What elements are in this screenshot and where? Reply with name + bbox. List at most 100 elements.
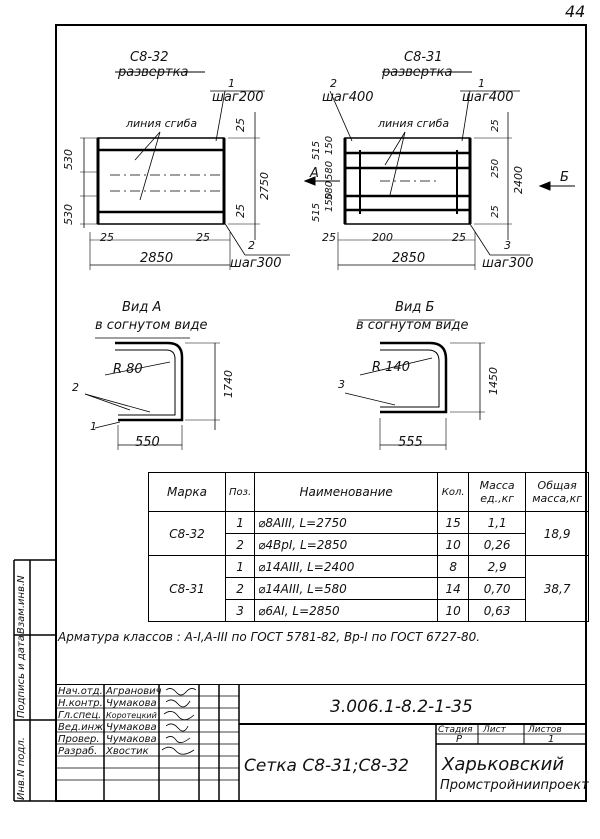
role-label: Провер. — [58, 734, 100, 745]
header-name: Наименование — [254, 472, 439, 512]
dim-label: 2400 — [512, 166, 525, 194]
role-label: Вед.инж. — [58, 722, 107, 733]
view-a-title: Вид А — [122, 300, 162, 315]
header-mass: Масса ед.,кг — [468, 472, 527, 512]
bend-line-label: линия сгиба — [126, 117, 198, 130]
dim-label: 25 — [234, 204, 247, 218]
role-label: Гл.спец. — [58, 710, 102, 721]
dim-label: 25 — [490, 205, 501, 218]
cell-mass: 0,70 — [468, 577, 527, 600]
dim-label: R 80 — [113, 362, 143, 377]
dim-label: 25 — [196, 231, 210, 244]
dim-label: 3 — [504, 239, 511, 252]
dim-label: 530 — [62, 204, 75, 225]
right-view-subtitle: развертка — [382, 65, 453, 80]
table-row: С8-32 1 ⌀8AIII, L=2750 15 1,1 18,9 — [148, 511, 590, 556]
cell-mark: С8-31 — [148, 555, 226, 622]
view-a-drawing — [84, 337, 220, 450]
header-mark: Марка — [148, 472, 226, 512]
person-name: Хвостик — [106, 746, 149, 757]
sheet-frame — [55, 24, 587, 802]
cell-mass: 1,1 — [468, 511, 527, 534]
person-name: Агранович — [106, 686, 162, 697]
dim-label: 2 — [72, 381, 79, 394]
header-total-mass: Общая масса,кг — [525, 472, 590, 512]
dim-label: 2850 — [392, 251, 426, 266]
drawing-title: Сетка С8-31;С8-32 — [244, 756, 409, 776]
cell-mass: 2,9 — [468, 555, 527, 578]
sheets-value: 1 — [548, 734, 555, 745]
cell-total: 18,9 — [525, 511, 590, 556]
dim-label: 1 — [478, 77, 485, 90]
organization-name: Харьковский — [442, 754, 565, 775]
page-number: 44 — [565, 2, 586, 21]
dim-label: 250 — [490, 158, 501, 178]
table-row: 3 ⌀6AI, L=2850 10 0,63 — [149, 599, 589, 622]
arrow-b-label: Б — [560, 170, 569, 185]
mesh-c8-32 — [80, 71, 290, 270]
person-name: Чумакова — [106, 722, 157, 733]
dim-label: шаг300 — [482, 256, 534, 271]
left-view-title: С8-32 — [130, 50, 169, 65]
role-label: Нач.отд. — [58, 686, 103, 697]
left-view-subtitle: развертка — [118, 65, 189, 80]
dim-label: 580 — [324, 180, 335, 200]
cell-pos: 1 — [224, 555, 256, 578]
arrow-a-label: А — [310, 166, 319, 181]
stage-label: Стадия — [438, 725, 473, 735]
cell-qty: 10 — [437, 533, 470, 556]
cell-name: ⌀8AIII, L=2750 — [254, 511, 439, 534]
side-stamp-inventory: Инв.N подл. — [16, 737, 27, 800]
dim-label: 25 — [100, 231, 114, 244]
right-view-title: С8-31 — [404, 50, 443, 65]
dim-label: 515 — [311, 202, 322, 222]
reinforcement-note: Арматура классов : А-I,А-III по ГОСТ 578… — [58, 630, 481, 644]
dim-label: 25 — [322, 231, 336, 244]
dim-label: 1450 — [487, 367, 500, 395]
title-block-grid — [56, 684, 586, 801]
cell-pos: 2 — [224, 577, 256, 600]
cell-name: ⌀6AI, L=2850 — [254, 599, 439, 622]
person-name: Чумакова — [106, 698, 157, 709]
dim-label: 2 — [330, 77, 337, 90]
side-stamp-lines — [13, 559, 56, 802]
dim-label: 515 — [311, 140, 322, 160]
title-block-roles: Нач.отд. Н.контр. Гл.спец. Вед.инж. Пров… — [58, 686, 106, 758]
view-b-subtitle: в согнутом виде — [356, 318, 469, 333]
cell-mass: 0,26 — [468, 533, 527, 556]
specification-table: Марка Поз. Наименование Кол. Масса ед.,к… — [148, 472, 590, 622]
dim-label: R 140 — [372, 360, 410, 375]
document-number: 3.006.1-8.2-1-35 — [330, 697, 473, 717]
sheet-label: Лист — [483, 725, 506, 735]
person-name: Чумакова — [106, 734, 157, 745]
dim-label: 2850 — [140, 251, 174, 266]
dim-label: 3 — [338, 378, 345, 391]
dim-label: 25 — [490, 119, 501, 132]
dim-label: 150 — [324, 135, 335, 155]
dim-label: 25 — [452, 231, 466, 244]
person-name: Коротецкий — [106, 711, 157, 720]
cell-name: ⌀4BpI, L=2850 — [254, 533, 439, 556]
cell-pos: 1 — [224, 511, 256, 534]
stage-value: Р — [456, 734, 463, 745]
view-b-drawing — [344, 319, 485, 450]
role-label: Н.контр. — [58, 698, 103, 709]
dim-label: 2750 — [258, 172, 271, 200]
signature-scribbles — [161, 688, 197, 755]
cell-qty: 8 — [437, 555, 470, 578]
dim-label: 530 — [62, 149, 75, 170]
cell-name: ⌀14AIII, L=2400 — [254, 555, 439, 578]
dim-label: 2 — [248, 239, 255, 252]
view-a-subtitle: в согнутом виде — [95, 318, 208, 333]
cell-qty: 15 — [437, 511, 470, 534]
cell-qty: 14 — [437, 577, 470, 600]
cell-mass: 0,63 — [468, 599, 527, 622]
dim-label: 550 — [135, 435, 160, 450]
dim-label: шаг200 — [212, 90, 264, 105]
view-b-title: Вид Б — [395, 300, 435, 315]
title-block-names: Агранович Чумакова Коротецкий Чумакова Ч… — [106, 686, 162, 758]
header-pos: Поз. — [224, 472, 256, 512]
cell-pos: 3 — [224, 599, 256, 622]
dim-label: 25 — [234, 118, 247, 132]
